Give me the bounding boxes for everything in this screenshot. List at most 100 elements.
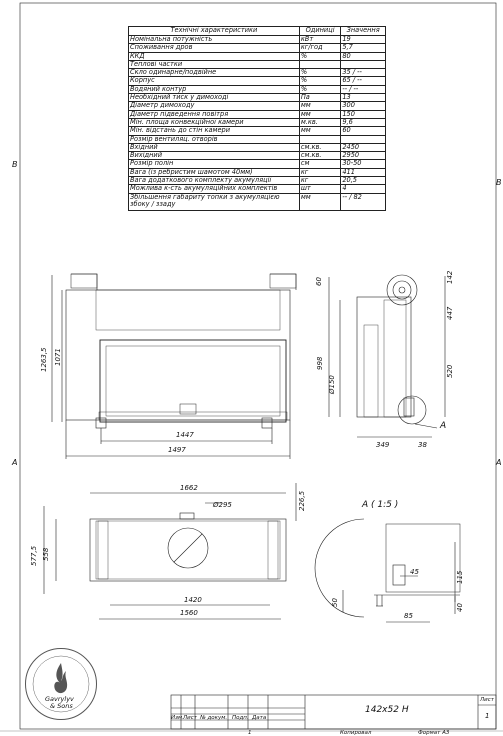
spec-cell-value: 13 (340, 93, 386, 103)
side-dim-depth: 349 (376, 441, 390, 449)
side-dim-air-diameter: Ø150 (328, 375, 336, 394)
side-dim-height: 998 (316, 356, 324, 370)
spec-cell-unit: кг/год (298, 43, 342, 53)
spec-row: ККД%80 (128, 51, 386, 61)
top-dim-inner-width: 1420 (184, 596, 202, 604)
spec-cell-value: -- / 82 (340, 192, 386, 211)
spec-cell-value: 5,7 (340, 43, 386, 53)
logo-name-suffix: & Sons (50, 702, 73, 710)
front-dim-inner-width: 1447 (176, 431, 194, 439)
spec-cell-unit: см.кв. (298, 142, 342, 153)
spec-row: Теплові частки (128, 59, 386, 70)
spec-cell-name: Діаметр димоходу (128, 101, 300, 111)
side-dim-collar: 142 (446, 270, 454, 284)
spec-cell-unit: кг (298, 176, 342, 186)
tb-col-date: Дата (252, 715, 267, 721)
tb-copied: Копировал (340, 730, 372, 736)
spec-cell-name: Необхідний тиск у димоході (128, 93, 300, 103)
side-dim-offset: 38 (418, 441, 427, 449)
spec-cell-unit: мм (298, 126, 342, 136)
spec-cell-unit: мм (298, 101, 342, 111)
zone-letter-right-lower: А (496, 458, 502, 467)
spec-cell-value: 80 (340, 51, 386, 61)
spec-row: Збільшення габариту топки з акумуляцією … (128, 192, 386, 211)
tb-bottom-center: 1 (248, 730, 252, 736)
top-dim-total-depth: 577,5 (30, 545, 38, 566)
spec-cell-name: Корпус (128, 76, 300, 86)
tb-designation: 142x52 H (365, 705, 409, 715)
spec-cell-unit: % (298, 68, 342, 78)
spec-cell-value: 2450 (340, 142, 386, 153)
spec-row: Розмір вентиляц. отворів (128, 134, 386, 144)
detail-dim-115: 115 (456, 570, 464, 584)
detail-dim-85: 85 (404, 612, 413, 620)
spec-row: Водяний контур%-- / -- (128, 84, 386, 95)
spec-header-unit: Одиниці (298, 26, 342, 36)
zone-letter-right-upper: В (496, 178, 502, 187)
spec-cell-value: 150 (340, 109, 386, 119)
spec-cell-unit: кг (298, 167, 342, 178)
top-dim-total-width: 1662 (180, 484, 198, 492)
spec-table: Технічні характеристики Одиниці Значення… (128, 26, 386, 211)
spec-cell-value: 300 (340, 101, 386, 111)
tb-sheet-number: 1 (485, 712, 490, 720)
spec-cell-name: Мін. площа конвекційної камери (128, 117, 300, 128)
front-dim-body-height: 1071 (54, 348, 62, 366)
spec-row: Скло одинарне/подвійне%35 / -- (128, 68, 386, 78)
spec-header-name: Технічні характеристики (128, 26, 300, 36)
side-dim-top-offset: 60 (315, 277, 323, 286)
tb-sheet-label: Лист (480, 697, 494, 703)
spec-cell-name: ККД (128, 51, 300, 61)
front-dim-total-height: 1263,5 (40, 347, 48, 373)
spec-cell-value (340, 59, 386, 70)
top-dim-flue-offset: 226,5 (298, 490, 306, 511)
spec-cell-name: Діаметр підведення повітря (128, 109, 300, 119)
spec-cell-unit (298, 59, 342, 70)
spec-cell-value: -- / -- (340, 84, 386, 95)
tb-col-sheet: Лист (183, 715, 197, 721)
side-callout-a: A (440, 421, 447, 431)
spec-cell-name: Можлива к-сть акумуляційних комплектів (128, 184, 300, 194)
spec-cell-unit: мм (298, 192, 342, 211)
spec-cell-unit: % (298, 51, 342, 61)
spec-cell-unit: % (298, 76, 342, 86)
spec-cell-unit: шт (298, 184, 342, 194)
spec-cell-name: Вихідний (128, 151, 300, 161)
tb-col-sign: Подп. (232, 715, 249, 721)
spec-cell-name: Скло одинарне/подвійне (128, 68, 300, 78)
spec-cell-value: 19 (340, 34, 386, 45)
top-dim-depth: 558 (42, 547, 50, 561)
spec-cell-unit: Па (298, 93, 342, 103)
spec-cell-unit: кВт (298, 34, 342, 45)
spec-cell-name: Номінальна потужність (128, 34, 300, 45)
spec-cell-name: Розмір вентиляц. отворів (128, 134, 300, 144)
spec-cell-name: Вхідний (128, 142, 300, 153)
spec-cell-value: 60 (340, 126, 386, 136)
spec-header-value: Значення (340, 26, 386, 36)
spec-cell-value: 30-50 (340, 159, 386, 169)
spec-table-header: Технічні характеристики Одиниці Значення (128, 26, 386, 36)
side-dim-lower: 520 (446, 364, 454, 378)
detail-dim-50: 50 (331, 598, 339, 607)
spec-cell-value (340, 134, 386, 144)
logo-name: Gavrylyv (45, 695, 74, 703)
spec-cell-unit (298, 134, 342, 144)
detail-dim-40: 40 (456, 603, 464, 612)
brand-logo: Gavrylyv & Sons (25, 648, 97, 720)
detail-title: A ( 1:5 ) (362, 500, 399, 510)
spec-cell-name: Водяний контур (128, 84, 300, 95)
spec-cell-unit: % (298, 84, 342, 95)
spec-cell-unit: см.кв. (298, 151, 342, 161)
